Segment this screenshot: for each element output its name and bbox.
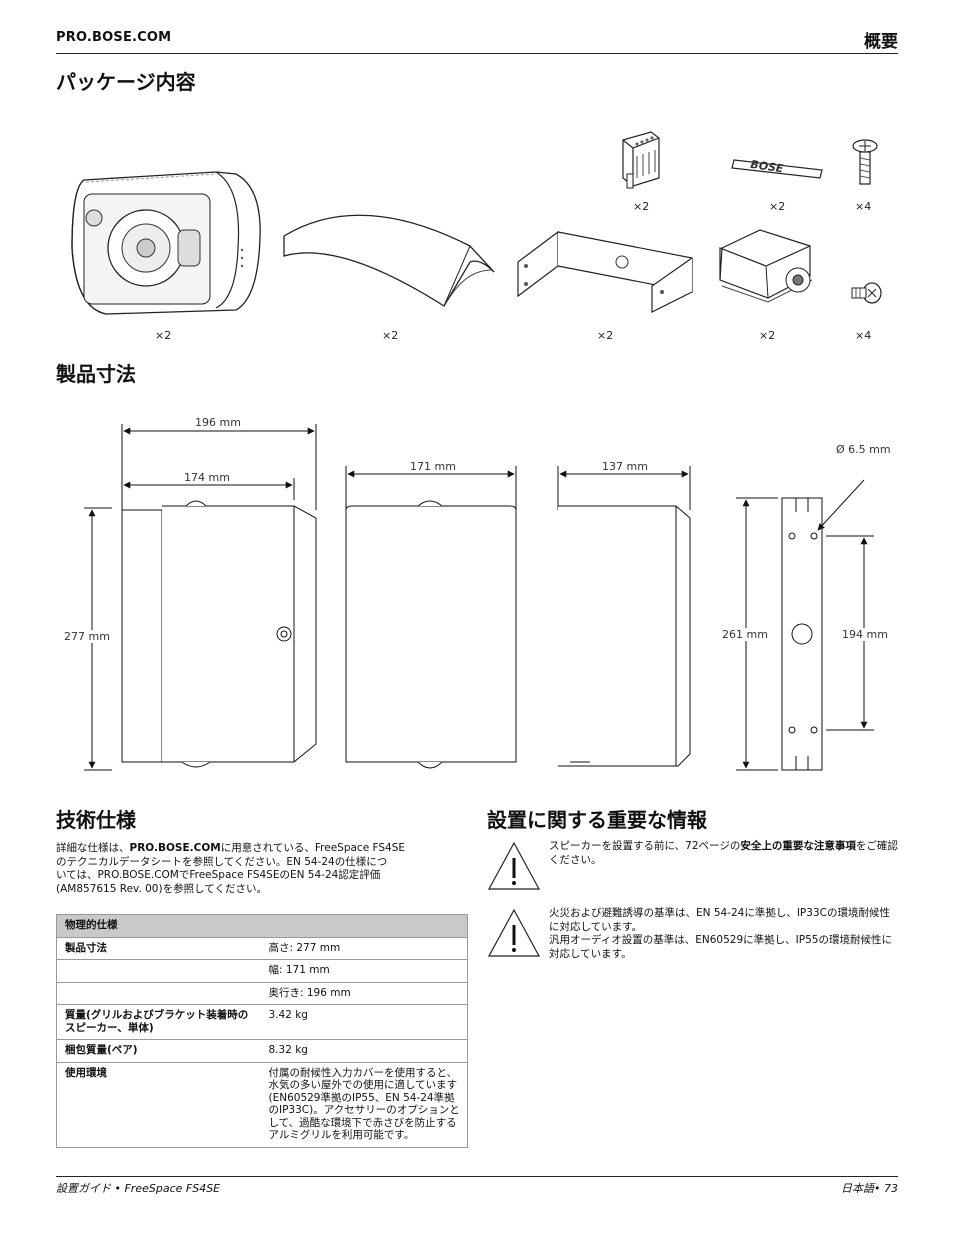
spec-key: 製品寸法 — [56, 937, 261, 960]
table-row: 製品寸法 高さ: 277 mm — [56, 937, 468, 960]
spec-value: 8.32 kg — [260, 1039, 468, 1063]
spec-key — [56, 959, 261, 983]
long-screw-illustration — [852, 139, 878, 185]
spec-key: 質量(グリルおよびブラケット装着時のスピーカー、単体) — [56, 1004, 261, 1040]
section-label: 概要 — [864, 32, 898, 52]
spec-value: 奥行き: 196 mm — [260, 982, 468, 1005]
table-row: 奥行き: 196 mm — [56, 982, 468, 1005]
table-row: 質量(グリルおよびブラケット装着時のスピーカー、単体) 3.42 kg — [56, 1004, 468, 1040]
dim-height-overall: 277 mm — [62, 630, 112, 643]
table-header-row: 物理的仕様 — [56, 914, 468, 938]
bracket-qty: ×2 — [597, 329, 614, 342]
safety-note-1: スピーカーを設置する前に、72ページの安全上の重要な注意事項をご確認ください。 — [549, 840, 898, 866]
grille-illustration — [283, 214, 495, 307]
dimensions-title: 製品寸法 — [56, 362, 136, 386]
specs-intro-line2: のテクニカルデータシートを参照してください。EN 54-24の仕様につ — [56, 855, 388, 868]
spec-value: 付属の耐候性入力カバーを使用すると、水気の多い屋外での使用に適しています(EN6… — [260, 1062, 468, 1148]
dim-bracket-depth: 137 mm — [600, 460, 650, 473]
spec-value: 高さ: 277 mm — [260, 937, 468, 960]
safety-title: 設置に関する重要な情報 — [487, 808, 707, 832]
physical-specs-table: 物理的仕様 製品寸法 高さ: 277 mm 幅: 171 mm 奥行き: 196… — [56, 914, 468, 1148]
terminal-qty: ×2 — [633, 200, 650, 213]
spec-key: 使用環境 — [56, 1062, 261, 1148]
logo-badge-qty: ×2 — [769, 200, 786, 213]
footer-guide-title: 設置ガイド • FreeSpace FS4SE — [56, 1182, 221, 1195]
package-contents-title: パッケージ内容 — [56, 70, 196, 94]
spec-key: 梱包質量(ペア) — [56, 1039, 261, 1063]
spec-key — [56, 982, 261, 1005]
spec-value: 幅: 171 mm — [260, 959, 468, 983]
dim-hole-diameter: Ø 6.5 mm — [834, 443, 893, 456]
short-screw-illustration — [851, 282, 882, 304]
footer-page-number: 日本語• 73 — [841, 1182, 898, 1195]
spec-value: 3.42 kg — [260, 1004, 468, 1040]
bracket-illustration — [517, 230, 693, 313]
dim-depth-body: 174 mm — [182, 471, 232, 484]
speaker-qty: ×2 — [155, 329, 172, 342]
grille-qty: ×2 — [382, 329, 399, 342]
logo-badge-illustration: BOSE — [731, 158, 823, 179]
table-row: 使用環境 付属の耐候性入力カバーを使用すると、水気の多い屋外での使用に適していま… — [56, 1062, 468, 1148]
long-screw-qty: ×4 — [855, 200, 872, 213]
site-url: PRO.BOSE.COM — [56, 30, 172, 45]
specs-intro-line1: 詳細な仕様は、PRO.BOSE.COMに用意されている、FreeSpace FS… — [56, 842, 406, 854]
table-row: 幅: 171 mm — [56, 959, 468, 983]
safety-note-2b: 汎用オーディオ設置の基準は、EN60529に準拠し、IP55の環境耐候性に対応し… — [549, 934, 892, 960]
dim-width: 171 mm — [408, 460, 458, 473]
dim-depth-overall: 196 mm — [193, 416, 243, 429]
dimension-drawings — [84, 424, 874, 771]
specs-title: 技術仕様 — [56, 808, 136, 832]
speaker-illustration — [71, 171, 261, 315]
input-cover-illustration — [719, 229, 813, 303]
input-cover-qty: ×2 — [759, 329, 776, 342]
header-rule — [56, 53, 898, 54]
table-header: 物理的仕様 — [56, 914, 468, 938]
footer-rule — [56, 1176, 898, 1177]
specs-intro: 詳細な仕様は、PRO.BOSE.COMに用意されている、FreeSpace FS… — [56, 842, 468, 896]
dim-hole-spacing: 194 mm — [840, 628, 890, 641]
safety-note-2a: 火災および避難誘導の基準は、EN 54-24に準拠し、IP33Cの環境耐候性に対… — [549, 907, 890, 933]
table-row: 梱包質量(ペア) 8.32 kg — [56, 1039, 468, 1063]
specs-intro-line3: いては、PRO.BOSE.COMでFreeSpace FS4SEのEN 54-2… — [56, 869, 381, 881]
short-screw-qty: ×4 — [855, 329, 872, 342]
specs-intro-line4: (AM857615 Rev. 00)を参照してください。 — [56, 882, 267, 895]
warning-icon — [487, 841, 541, 890]
terminal-block-illustration — [622, 131, 660, 189]
svg-text:BOSE: BOSE — [750, 158, 785, 176]
safety-note-2: 火災および避難誘導の基準は、EN 54-24に準拠し、IP33Cの環境耐候性に対… — [549, 907, 899, 961]
warning-icon — [487, 908, 541, 957]
dim-bracket-height: 261 mm — [720, 628, 770, 641]
